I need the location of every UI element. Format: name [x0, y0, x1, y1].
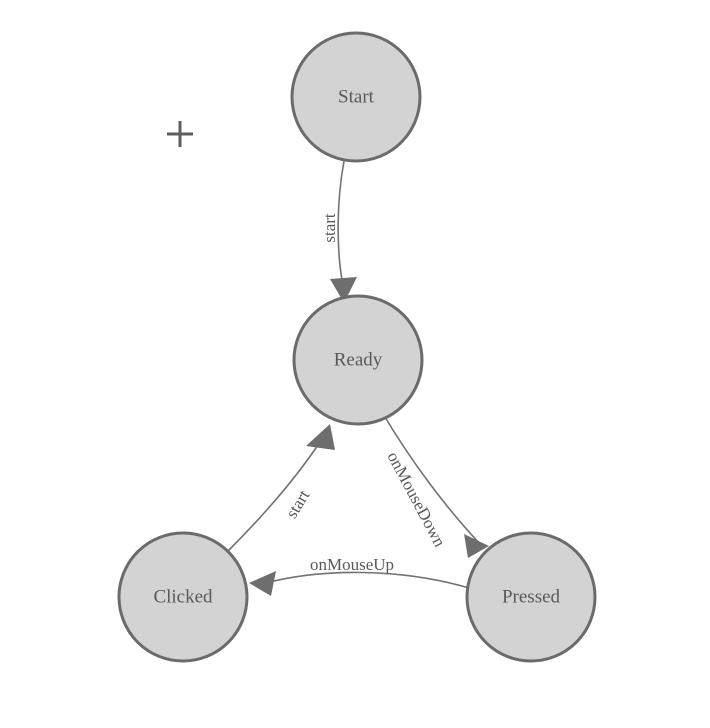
edge-label-start-to-ready: start [320, 213, 339, 243]
node-start-label: Start [338, 86, 375, 107]
edge-clicked-to-ready[interactable]: start [227, 424, 335, 552]
edge-clicked-to-ready-arrowhead [306, 424, 335, 450]
node-pressed-circle[interactable] [465, 531, 597, 663]
edge-clicked-to-ready-path [227, 441, 321, 552]
node-pressed[interactable]: Pressed [465, 531, 597, 663]
edge-start-to-ready-arrowhead [330, 277, 357, 303]
edge-pressed-to-clicked-arrowhead [249, 571, 276, 596]
node-clicked-label: Clicked [153, 586, 213, 607]
edge-ready-to-pressed[interactable]: onMouseDown [381, 411, 489, 558]
edge-pressed-to-clicked[interactable]: onMouseUp [249, 555, 470, 596]
edge-start-to-ready[interactable]: start [320, 160, 357, 303]
edge-label-ready-to-pressed: onMouseDown [383, 449, 449, 551]
node-pressed-label: Pressed [502, 586, 561, 607]
edge-start-to-ready-path [337, 160, 345, 281]
plus-marker-icon[interactable] [167, 121, 193, 147]
edge-label-clicked-to-ready: start [282, 487, 314, 522]
node-start[interactable]: Start [290, 31, 422, 163]
node-start-circle[interactable] [290, 31, 422, 163]
edge-ready-to-pressed-arrowhead [464, 534, 489, 558]
node-clicked-circle[interactable] [117, 531, 249, 663]
edge-ready-to-pressed-path [381, 411, 482, 546]
edge-pressed-to-clicked-path [261, 571, 470, 589]
node-clicked[interactable]: Clicked [117, 531, 249, 663]
node-ready-circle[interactable] [292, 294, 424, 426]
node-ready-label: Ready [334, 349, 383, 370]
edge-label-pressed-to-clicked: onMouseUp [310, 555, 394, 574]
node-ready[interactable]: Ready [292, 294, 424, 426]
